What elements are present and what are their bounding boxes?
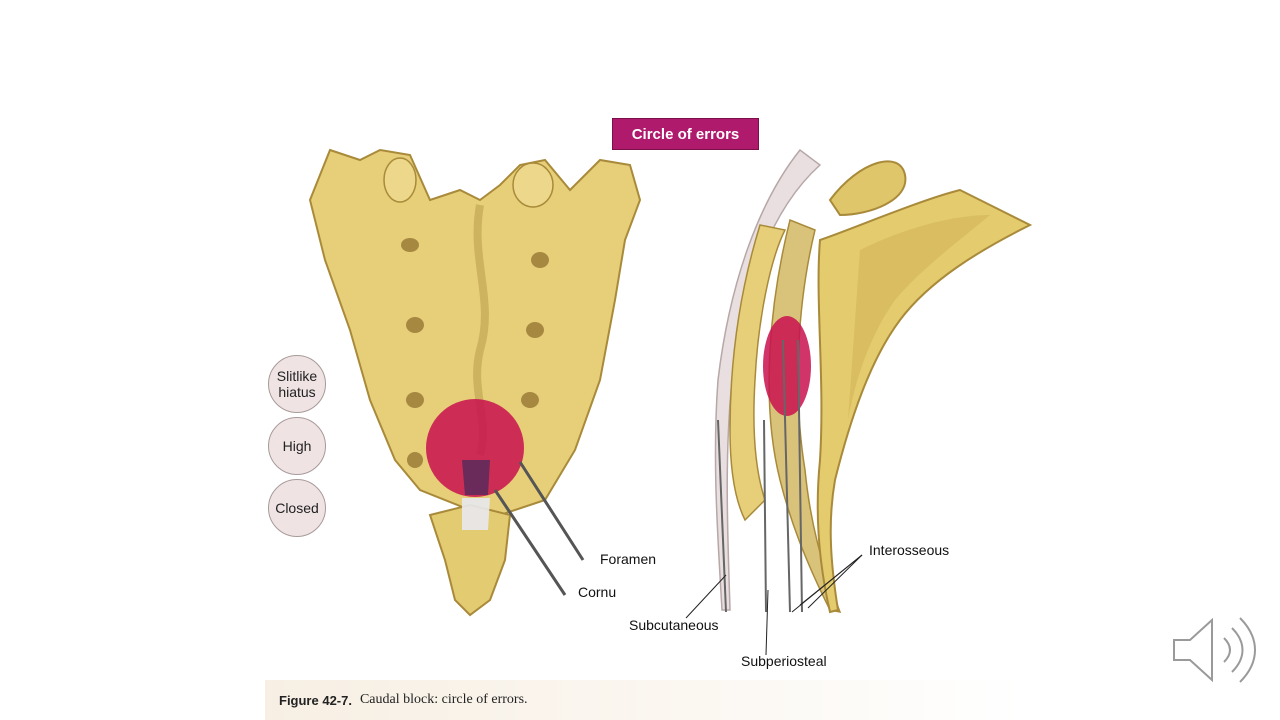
badge-closed: Closed (268, 479, 326, 537)
speaker-icon[interactable] (1170, 610, 1270, 690)
caption-text: Caudal block: circle of errors. (359, 692, 528, 707)
sacrum-posterior-view (308, 148, 642, 617)
badge-high: High (268, 417, 326, 475)
label-subperiosteal: Subperiosteal (741, 653, 827, 669)
circle-of-errors-lateral (763, 316, 811, 416)
badge-slitlike-hiatus: Slitlike hiatus (268, 355, 326, 413)
label-interosseous: Interosseous (869, 542, 950, 558)
title-box: Circle of errors (612, 118, 759, 150)
figure-caption: Figure 42-7. Caudal block: circle of err… (265, 680, 1025, 720)
leader-lines (685, 554, 863, 656)
caption-number: Figure 42-7. (279, 692, 352, 708)
label-subcutaneous: Subcutaneous (629, 617, 719, 633)
sacrum-lateral-view (714, 148, 1033, 614)
title-text: Circle of errors (631, 125, 740, 143)
label-cornu: Cornu (578, 584, 617, 600)
label-foramen: Foramen (600, 551, 657, 567)
circle-of-errors-posterior (426, 399, 524, 497)
